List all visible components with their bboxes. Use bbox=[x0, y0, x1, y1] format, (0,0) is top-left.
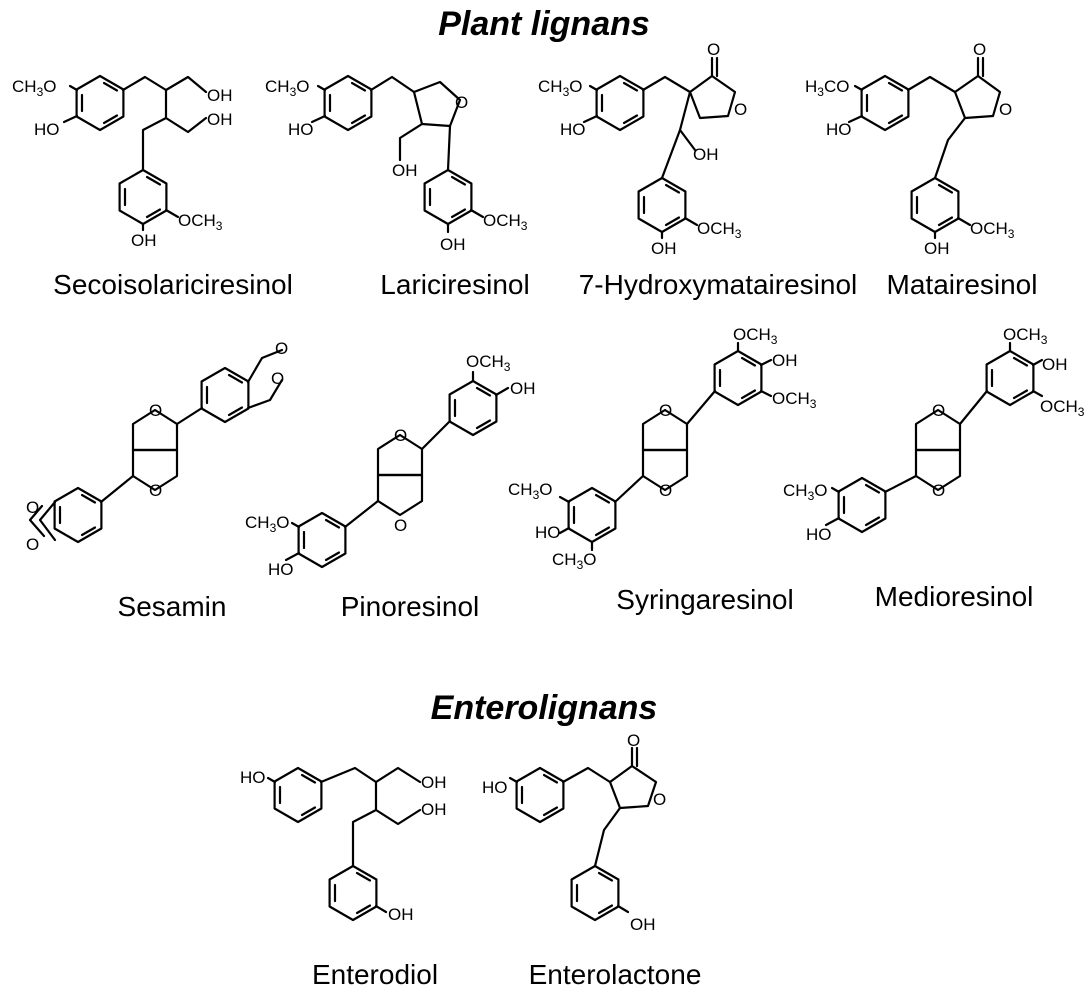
o-label: O bbox=[149, 481, 162, 500]
o-label: O bbox=[275, 339, 288, 358]
o-label: O bbox=[659, 401, 672, 420]
och3-label: OCH3 bbox=[483, 211, 528, 233]
o-label: O bbox=[932, 401, 945, 420]
o-label: O bbox=[455, 93, 468, 112]
h3co-label: H3CO bbox=[805, 77, 849, 99]
och3-label: CH3O bbox=[245, 513, 289, 535]
o-label: O bbox=[149, 401, 162, 420]
och3-label: CH3O bbox=[508, 480, 552, 502]
compound-name-matairesinol: Matairesinol bbox=[886, 269, 1038, 300]
och3-label: OCH3 bbox=[1040, 397, 1085, 419]
och3-label: OCH3 bbox=[466, 352, 511, 374]
oh-label: OH bbox=[421, 800, 447, 819]
compound-name-sesamin: Sesamin bbox=[117, 591, 227, 622]
oh-label: OH bbox=[207, 110, 233, 129]
oh-label: OH bbox=[207, 86, 233, 105]
compound-name-enterolactone: Enterolactone bbox=[528, 959, 702, 990]
compound-name-enterodiol: Enterodiol bbox=[311, 959, 439, 990]
och3-label: OCH3 bbox=[1003, 325, 1048, 347]
oh-label: OH bbox=[693, 145, 719, 164]
och3-label: CH3O bbox=[538, 77, 582, 99]
och3-label: OCH3 bbox=[697, 219, 742, 241]
och3-label: OCH3 bbox=[178, 211, 223, 233]
matairesinol-structure: O O H3CO HO OCH3 OH bbox=[805, 40, 1015, 258]
o-label: O bbox=[659, 481, 672, 500]
enterolactone-structure: O O HO OH bbox=[482, 731, 666, 934]
oh-label: OH bbox=[1042, 355, 1068, 374]
o-label: O bbox=[973, 40, 986, 59]
oh-label: OH bbox=[630, 915, 656, 934]
compound-name-7-hydroxymatairesinol: 7-Hydroxymatairesinol bbox=[578, 269, 858, 300]
oh-label: OH bbox=[388, 905, 414, 924]
ho-label: HO bbox=[268, 560, 294, 579]
enterodiol-structure: HO OH OH OH bbox=[240, 766, 447, 924]
o-label: O bbox=[653, 790, 666, 809]
secoisolariciresinol-structure: CH3O HO OH OH OCH3 OH bbox=[12, 74, 233, 250]
och3-label: CH3O bbox=[265, 77, 309, 99]
och3-label: OCH3 bbox=[733, 325, 778, 347]
o-label: O bbox=[707, 40, 720, 59]
oh-label: OH bbox=[392, 161, 418, 180]
o-label: O bbox=[999, 100, 1012, 119]
o-label: O bbox=[271, 369, 284, 388]
oh-label: OH bbox=[651, 239, 677, 258]
oh-label: OH bbox=[131, 231, 157, 250]
oh-label: OH bbox=[421, 773, 447, 792]
oh-label: OH bbox=[772, 351, 798, 370]
och3-label: CH3O bbox=[12, 77, 56, 99]
ho-label: HO bbox=[560, 120, 586, 139]
ho-label: HO bbox=[240, 768, 266, 787]
o-label: O bbox=[734, 100, 747, 119]
oh-label: OH bbox=[924, 239, 950, 258]
compound-name-lariciresinol: Lariciresinol bbox=[380, 269, 530, 300]
och3-label: OCH3 bbox=[970, 219, 1015, 241]
o-label: O bbox=[394, 516, 407, 535]
compound-name-medioresinol: Medioresinol bbox=[874, 581, 1034, 612]
ho-label: HO bbox=[806, 525, 832, 544]
och3-label: CH3O bbox=[552, 550, 596, 572]
ho-label: HO bbox=[288, 120, 314, 139]
hydroxymatairesinol-structure: O O CH3O HO OH OCH3 OH bbox=[538, 40, 747, 258]
lariciresinol-structure: O CH3O HO OH OCH3 OH bbox=[265, 74, 528, 254]
o-label: O bbox=[26, 535, 39, 554]
ho-label: HO bbox=[34, 120, 60, 139]
syringaresinol-structure: O O OCH3 OH OCH3 CH3O HO CH3O bbox=[508, 325, 817, 572]
pinoresinol-structure: O O OCH3 OH CH3O HO bbox=[245, 352, 536, 579]
oh-label: OH bbox=[510, 379, 536, 398]
och3-label: CH3O bbox=[783, 481, 827, 503]
o-label: O bbox=[394, 426, 407, 445]
plant-lignans-heading: Plant lignans bbox=[438, 5, 650, 43]
ho-label: HO bbox=[535, 523, 561, 542]
o-label: O bbox=[26, 498, 39, 517]
compound-name-pinoresinol: Pinoresinol bbox=[340, 591, 480, 622]
och3-label: OCH3 bbox=[772, 389, 817, 411]
oh-label: OH bbox=[440, 235, 466, 254]
compound-name-syringaresinol: Syringaresinol bbox=[616, 584, 794, 615]
o-label: O bbox=[932, 481, 945, 500]
enterolignans-heading: Enterolignans bbox=[430, 689, 658, 727]
ho-label: HO bbox=[482, 778, 508, 797]
compound-name-secoisolariciresinol: Secoisolariciresinol bbox=[53, 269, 293, 300]
o-label: O bbox=[627, 731, 640, 750]
medioresinol-structure: O O OCH3 OH OCH3 CH3O HO bbox=[783, 325, 1085, 544]
ho-label: HO bbox=[826, 120, 852, 139]
sesamin-structure: O O O O O O bbox=[26, 339, 288, 554]
